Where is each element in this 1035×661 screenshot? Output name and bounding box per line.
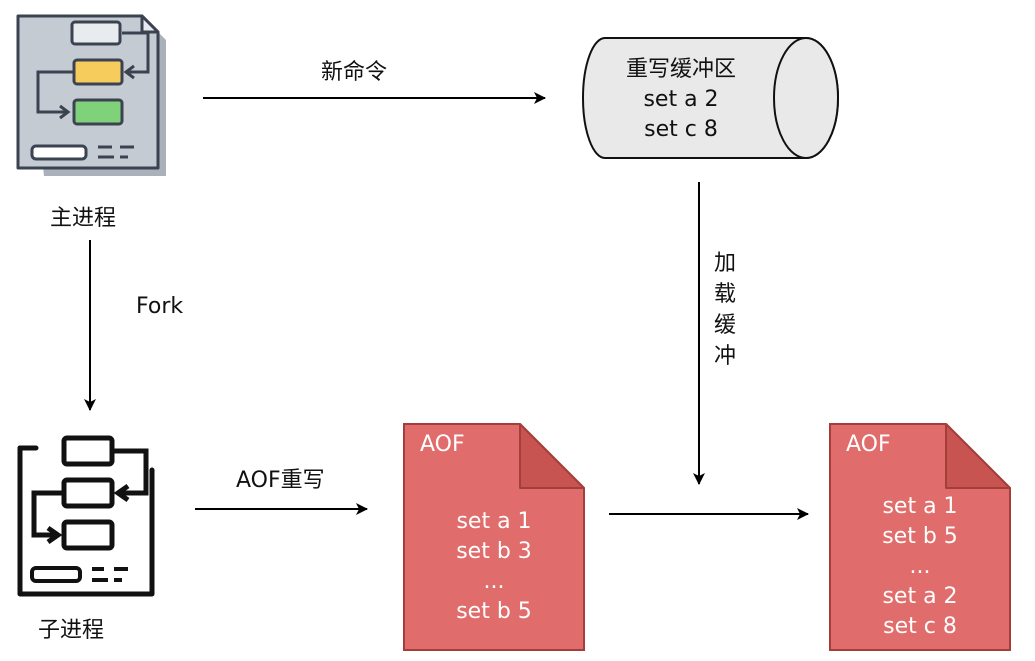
aof-file-left-title: AOF xyxy=(420,432,465,457)
aof-file-left-shape xyxy=(403,423,585,651)
child-process-label: 子进程 xyxy=(38,618,105,643)
aof-file-right-line: ... xyxy=(909,554,931,579)
load-buffer-char: 缓 xyxy=(713,313,736,338)
rewrite-buffer-line: set c 8 xyxy=(644,117,718,142)
rewrite-buffer-text: 重写缓冲区 set a 2 set c 8 xyxy=(596,55,766,145)
aof-file-right-line: set c 8 xyxy=(883,614,957,639)
aof-rewrite-label: AOF重写 xyxy=(236,468,325,493)
aof-file-left-line: set b 5 xyxy=(456,599,532,624)
aof-file-left-line: ... xyxy=(483,569,505,594)
rewrite-buffer-cylinder xyxy=(582,37,839,159)
load-buffer-label: 加 载 缓 冲 xyxy=(712,248,738,372)
aof-file-right-line: set a 2 xyxy=(882,584,958,609)
load-buffer-char: 载 xyxy=(713,282,736,307)
aof-file-right-title: AOF xyxy=(846,432,891,457)
aof-file-right-shape xyxy=(829,423,1011,651)
aof-file-right-line: set b 5 xyxy=(882,524,958,549)
main-process-label: 主进程 xyxy=(50,206,117,231)
child-process-icon xyxy=(17,435,155,597)
rewrite-buffer-title: 重写缓冲区 xyxy=(625,57,736,82)
load-buffer-char: 加 xyxy=(713,251,736,276)
aof-file-right-body: set a 1 set b 5 ... set a 2 set c 8 xyxy=(830,492,1010,642)
aof-file-left-line: set a 1 xyxy=(456,509,532,534)
rewrite-buffer-line: set a 2 xyxy=(643,87,719,112)
load-buffer-char: 冲 xyxy=(713,344,736,369)
aof-file-left-body: set a 1 set b 3 ... set b 5 xyxy=(404,507,584,627)
main-process-icon xyxy=(16,14,166,176)
aof-file-left-line: set b 3 xyxy=(456,539,532,564)
fork-label: Fork xyxy=(136,294,184,319)
aof-file-right-line: set a 1 xyxy=(882,494,958,519)
new-command-label: 新命令 xyxy=(321,60,388,85)
